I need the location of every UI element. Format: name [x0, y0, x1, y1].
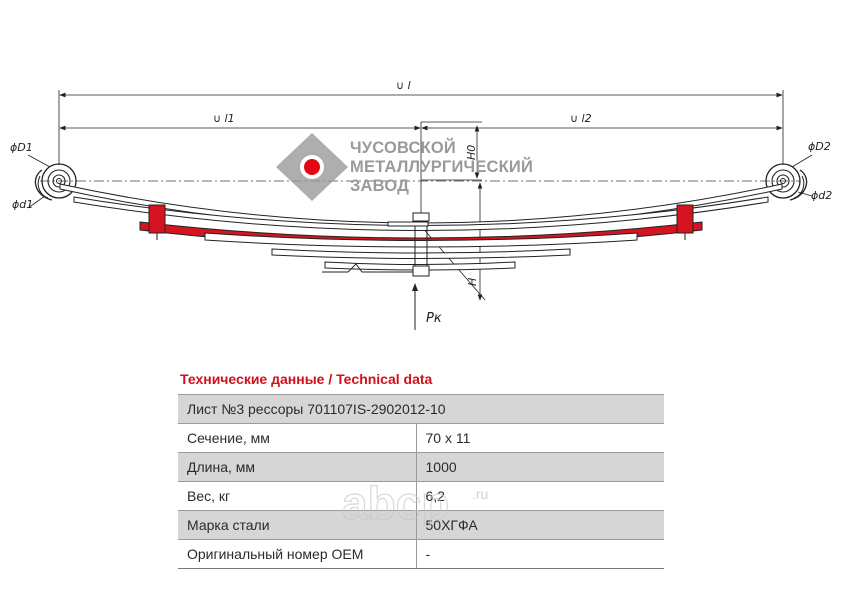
extension-lines: [58, 90, 784, 225]
svg-text:abcp: abcp: [342, 477, 449, 527]
leaf-spring-drawing: ∪ l ∪ l1 ∪ l2 H0 H ϕD1 ϕd1 ϕD2 ϕd: [10, 79, 832, 330]
leaf-5: [271, 248, 571, 259]
right-clamp: [676, 204, 694, 234]
table-row: Длина, мм 1000: [178, 452, 664, 482]
row-value: 70 х 11: [416, 423, 664, 453]
d2-lower-label: ϕd2: [811, 189, 832, 202]
dim-total-label: ∪ l: [396, 79, 411, 92]
watermark-logo: abcp .ru: [341, 477, 488, 527]
svg-text:.ru: .ru: [472, 486, 488, 502]
table-row: Оригинальный номер OEM -: [178, 539, 664, 569]
dim-right-label: ∪ l2: [570, 112, 592, 125]
row-value: 50ХГФА: [416, 510, 664, 540]
d1-upper-label: ϕD1: [10, 141, 33, 154]
technical-data-table: Лист №3 рессоры 701107IS-2902012-10 Сече…: [178, 394, 664, 569]
table-row: Сечение, мм 70 х 11: [178, 423, 664, 453]
row-value: 1000: [416, 452, 664, 482]
table-row: Марка стали 50ХГФА: [178, 510, 664, 540]
row-label: Вес, кг: [178, 481, 417, 511]
table-row: Лист №3 рессоры 701107IS-2902012-10: [178, 394, 664, 424]
force-label: Pк: [426, 311, 442, 326]
clamps: [148, 204, 694, 240]
svg-text:МЕТАЛЛУРГИЧЕСКИЙ: МЕТАЛЛУРГИЧЕСКИЙ: [350, 157, 533, 176]
table-row: Вес, кг 6,2: [178, 481, 664, 511]
d1-lower-label: ϕd1: [12, 198, 33, 211]
left-clamp: [148, 204, 166, 234]
dim-left-label: ∪ l1: [213, 112, 235, 125]
section-title: Технические данные / Technical data: [180, 371, 433, 387]
d2-upper-label: ϕD2: [808, 140, 831, 153]
row-value: -: [416, 539, 664, 569]
svg-text:ЧУСОВСКОЙ: ЧУСОВСКОЙ: [350, 138, 456, 157]
leaf-4: [204, 232, 638, 248]
leaf-2: [73, 196, 769, 231]
left-eye: [34, 163, 77, 201]
row-value: 6,2: [416, 481, 664, 511]
h0-label: H0: [465, 145, 478, 160]
svg-text:ЗАВОД: ЗАВОД: [350, 177, 409, 195]
row-label: Оригинальный номер OEM: [178, 539, 417, 569]
dimension-lines: [59, 92, 783, 131]
row-label: Длина, мм: [178, 452, 417, 482]
h-label: H: [466, 278, 479, 286]
row-label: Марка стали: [178, 510, 417, 540]
table-header-cell: Лист №3 рессоры 701107IS-2902012-10: [178, 394, 664, 424]
row-label: Сечение, мм: [178, 423, 417, 453]
spring-leaves: [59, 183, 783, 271]
right-eye: [765, 163, 808, 201]
logo-red-dot: [304, 159, 320, 175]
center-bolt: [387, 212, 430, 277]
bottom-bracket: [322, 263, 425, 273]
company-logo: ЧУСОВСКОЙ МЕТАЛЛУРГИЧЕСКИЙ ЗАВОД: [276, 133, 533, 201]
